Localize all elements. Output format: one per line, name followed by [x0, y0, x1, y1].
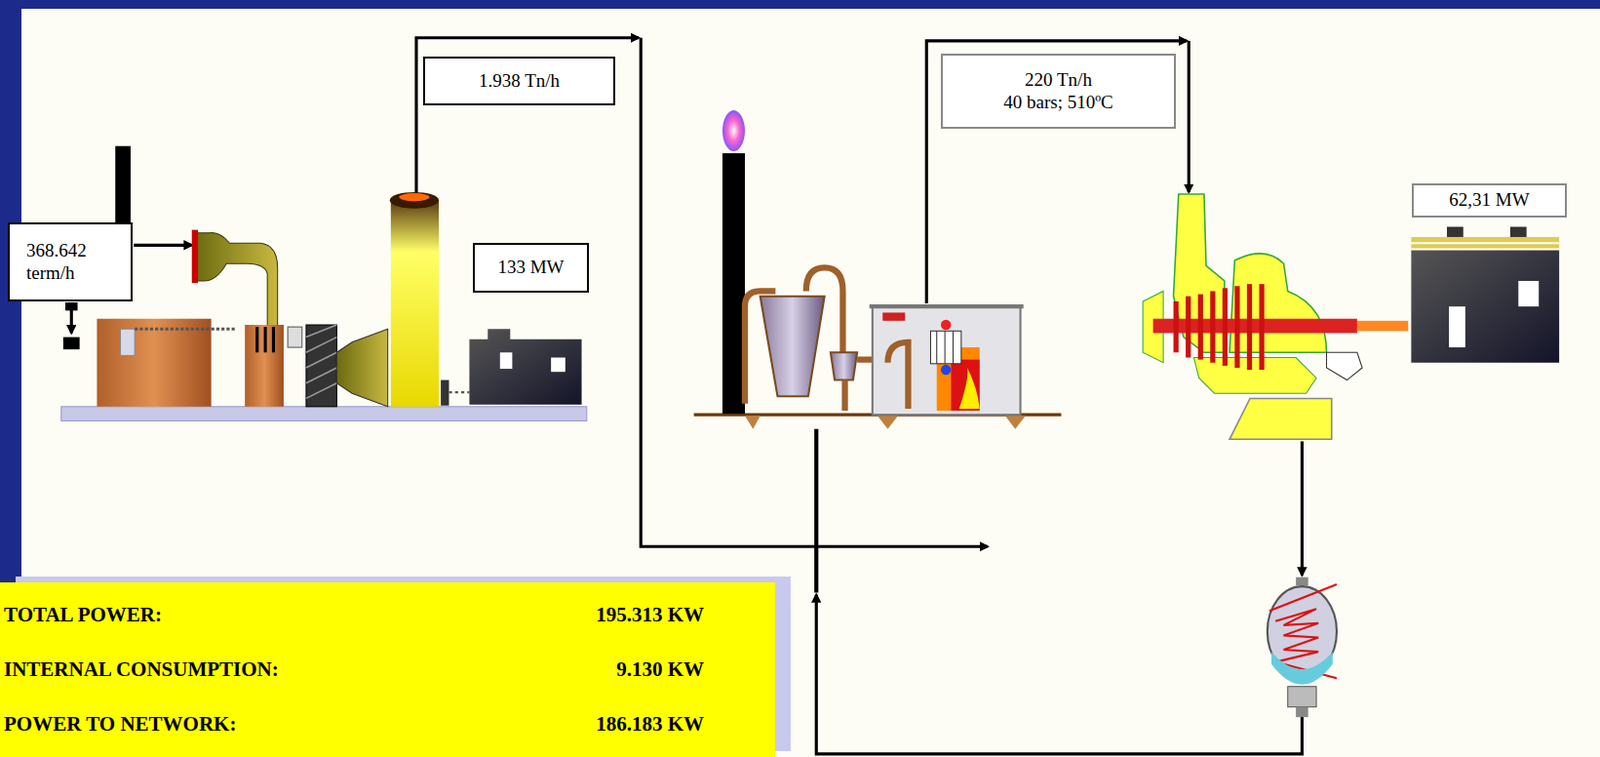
steam-flow-box: 220 Tn/h40 bars; 510ºC: [940, 53, 1176, 129]
fuel-input-box: 368.642 term/h: [7, 222, 133, 302]
steam-generator-output-box: 62,31 MW: [1411, 183, 1567, 218]
flow-value: 368.642 term/h: [26, 239, 115, 285]
table-value: 186.183 KW: [595, 711, 704, 737]
table-label: POWER TO NETWORK:: [3, 711, 596, 737]
flow-value: 62,31 MW: [1448, 189, 1529, 212]
flow-value: 133 MW: [497, 256, 564, 279]
power-summary-table: TOTAL POWER:195.313 KW INTERNAL CONSUMPTI…: [0, 582, 776, 757]
flow-value: 40 bars; 510ºC: [1003, 91, 1114, 115]
table-value: 195.313 KW: [595, 602, 704, 627]
flow-value: 220 Tn/h: [1024, 69, 1093, 92]
flow-value: 1.938 Tn/h: [478, 70, 560, 93]
table-value: 9.130 KW: [595, 657, 704, 682]
exhaust-flow-box: 1.938 Tn/h: [423, 56, 616, 106]
gas-generator-output-box: 133 MW: [472, 242, 589, 293]
table-label: TOTAL POWER:: [3, 602, 596, 627]
table-label: INTERNAL CONSUMPTION:: [3, 657, 596, 682]
